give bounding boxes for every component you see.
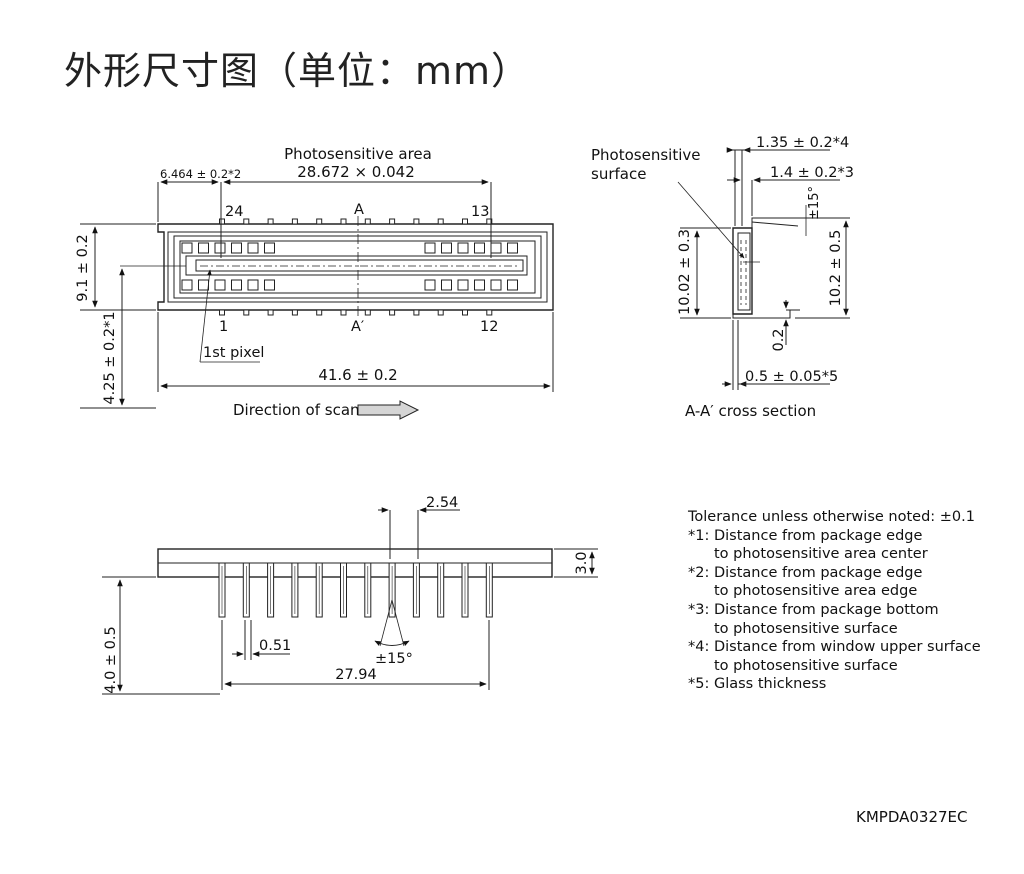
note-4: *4: Distance from window upper surface: [688, 639, 981, 656]
bonding-pad: [474, 242, 485, 254]
window-dimension: 1.35 ± 0.2*4: [756, 135, 849, 151]
bonding-pads: [181, 242, 518, 291]
bonding-pad: [198, 279, 209, 291]
thickness-dimension: 3.0: [574, 551, 590, 574]
edge-offset-dimension: 6.464 ± 0.2*2: [160, 167, 241, 181]
pin-label-1: 1: [219, 319, 228, 335]
bonding-pad: [264, 242, 275, 254]
bonding-pad: [424, 279, 436, 291]
bonding-pad: [247, 279, 259, 291]
pin-label-24: 24: [225, 204, 243, 220]
note-3: *3: Distance from package bottom: [688, 601, 939, 618]
bonding-pad: [214, 279, 226, 291]
top-view: [80, 179, 554, 420]
pin-span-dimension: 27.94: [335, 667, 377, 683]
note-1-cont: to photosensitive area center: [714, 546, 928, 563]
pin-stub-top: [462, 218, 468, 225]
pin-length-dimension: 4.0 ± 0.5: [103, 626, 119, 694]
notes-block: Tolerance unless otherwise noted: ±0.1 *…: [688, 508, 981, 694]
bonding-pad: [457, 279, 469, 291]
side-pins: [218, 562, 493, 618]
pin-stub-bottom: [364, 309, 371, 316]
bonding-pad: [181, 242, 193, 254]
center-offset-dimension: 4.25 ± 0.2*1: [102, 311, 118, 404]
bonding-pad: [457, 242, 469, 254]
pin-stub-bottom: [267, 309, 274, 316]
pin-angle-dimension: ±15°: [375, 651, 413, 667]
photosensitive-area-size: 28.672 × 0.042: [297, 163, 415, 181]
bonding-pad: [231, 242, 242, 254]
pin-stub-bottom: [486, 309, 493, 316]
note-3-cont: to photosensitive surface: [714, 620, 898, 637]
bonding-pad: [247, 242, 259, 254]
bonding-pad: [490, 279, 502, 291]
pin-width-dimension: 0.51: [259, 638, 291, 654]
pin-label-13: 13: [471, 204, 489, 220]
pin-stubs: [219, 218, 493, 316]
bonding-pad: [474, 279, 485, 291]
pin-pitch-dimension: 2.54: [426, 495, 458, 511]
pin-stub-bottom: [243, 309, 250, 316]
pin-stub-top: [219, 218, 225, 225]
side-view: [102, 507, 598, 695]
pin-stub-top: [243, 218, 250, 225]
cross-section-angle: ±15°: [807, 186, 822, 220]
photosensitive-surface-label-line1: Photosensitive: [591, 146, 700, 164]
bottom-dimension: 1.4 ± 0.2*3: [770, 165, 854, 181]
pin-stub-bottom: [291, 309, 298, 316]
height-dimension: 9.1 ± 0.2: [75, 234, 91, 302]
cross-section-caption: A-A′ cross section: [685, 402, 816, 420]
pin-stub-bottom: [462, 309, 468, 316]
note-2-cont: to photosensitive area edge: [714, 583, 918, 600]
first-pixel-label: 1st pixel: [203, 345, 264, 361]
bonding-pad: [198, 242, 209, 254]
section-marker-a-prime: A′: [351, 319, 364, 335]
photosensitive-surface-label-line2: surface: [591, 165, 646, 183]
bonding-pad: [424, 242, 436, 254]
glass-thickness-dimension: 0.5 ± 0.05*5: [745, 369, 838, 385]
pin-stub-top: [267, 218, 274, 225]
bonding-pad: [231, 279, 242, 291]
pin-stub-bottom: [437, 309, 444, 316]
pin-stub-top: [486, 218, 493, 225]
pin-stub-bottom: [413, 309, 420, 316]
length-dimension: 41.6 ± 0.2: [318, 366, 397, 384]
bonding-pad: [507, 279, 518, 291]
pin-label-12: 12: [480, 319, 498, 335]
note-tolerance: Tolerance unless otherwise noted: ±0.1: [688, 509, 975, 525]
bonding-pad: [490, 242, 502, 254]
pin-stub-top: [413, 218, 420, 225]
bonding-pad: [441, 242, 452, 254]
pin-stub-top: [316, 218, 323, 225]
left-height-dimension: 10.02 ± 0.3: [677, 229, 693, 315]
pin-stub-bottom: [389, 309, 396, 316]
cross-section-view: [677, 147, 850, 390]
bonding-pad: [214, 242, 226, 254]
note-5: *5: Glass thickness: [688, 676, 827, 693]
pin-stub-bottom: [316, 309, 323, 316]
bonding-pad: [264, 279, 275, 291]
bonding-pad: [507, 242, 518, 254]
pin-stub-top: [437, 218, 444, 225]
section-marker-a: A: [354, 202, 364, 218]
pin-stub-top: [389, 218, 396, 225]
page-title: 外形尺寸图（单位：mm）: [64, 49, 531, 93]
right-height-dimension: 10.2 ± 0.5: [828, 230, 844, 307]
note-1: *1: Distance from package edge: [688, 527, 923, 544]
document-id: KMPDA0327EC: [856, 808, 968, 826]
pin-stub-top: [364, 218, 371, 225]
pin-stub-bottom: [340, 309, 347, 316]
note-4-cont: to photosensitive surface: [714, 657, 898, 674]
pin-stub-top: [340, 218, 347, 225]
pin-stub-top: [291, 218, 298, 225]
small-dimension: 0.2: [771, 328, 787, 351]
bonding-pad: [181, 279, 193, 291]
photosensitive-area-label: Photosensitive area: [284, 145, 432, 163]
bonding-pad: [441, 279, 452, 291]
scan-direction-label: Direction of scan: [233, 401, 360, 419]
pin-stub-bottom: [219, 309, 225, 316]
note-2: *2: Distance from package edge: [688, 564, 923, 581]
